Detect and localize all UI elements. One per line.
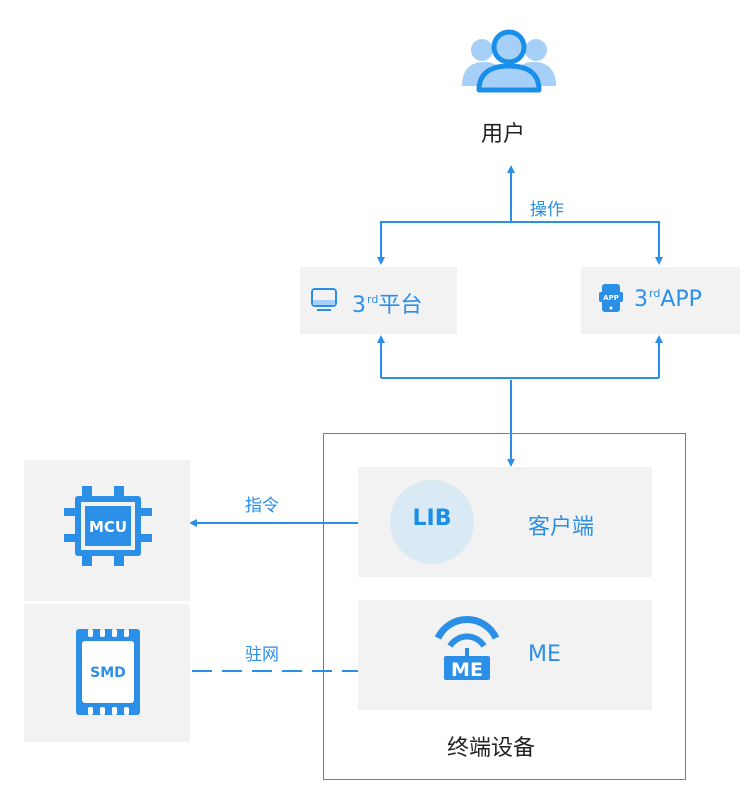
me-signal-icon: ME: [434, 616, 500, 684]
attach-label: 驻网: [245, 645, 279, 665]
svg-text:ME: ME: [451, 659, 483, 680]
smd-chip-icon: SMD: [76, 629, 140, 719]
third-party-app-node[interactable]: APP 3rdAPP: [581, 267, 740, 334]
client-node[interactable]: LIB 客户端: [358, 467, 652, 577]
svg-text:MCU: MCU: [89, 518, 127, 536]
command-label: 指令: [245, 496, 279, 516]
user-icon: [460, 28, 558, 96]
mcu-chip-icon: MCU: [62, 480, 154, 576]
operate-bracket: [380, 221, 660, 262]
me-label: ME: [528, 642, 561, 667]
phone-app-icon: APP: [599, 283, 623, 317]
lib-badge: LIB: [390, 480, 474, 564]
user-label: 用户: [481, 122, 526, 147]
monitor-icon: [310, 287, 338, 317]
smd-node[interactable]: SMD: [24, 604, 190, 742]
svg-text:SMD: SMD: [90, 665, 126, 681]
mcu-node[interactable]: MCU: [24, 460, 190, 601]
client-label: 客户端: [528, 515, 595, 540]
app-label: 3rdAPP: [634, 287, 702, 312]
svg-text:APP: APP: [603, 294, 619, 302]
me-node[interactable]: ME ME: [358, 600, 652, 710]
terminal-device-title: 终端设备: [447, 736, 536, 761]
operate-label: 操作: [530, 200, 564, 220]
terminal-device-frame: [323, 433, 686, 780]
third-party-platform-node[interactable]: 3rd平台: [300, 267, 457, 334]
platform-label: 3rd平台: [352, 293, 423, 318]
